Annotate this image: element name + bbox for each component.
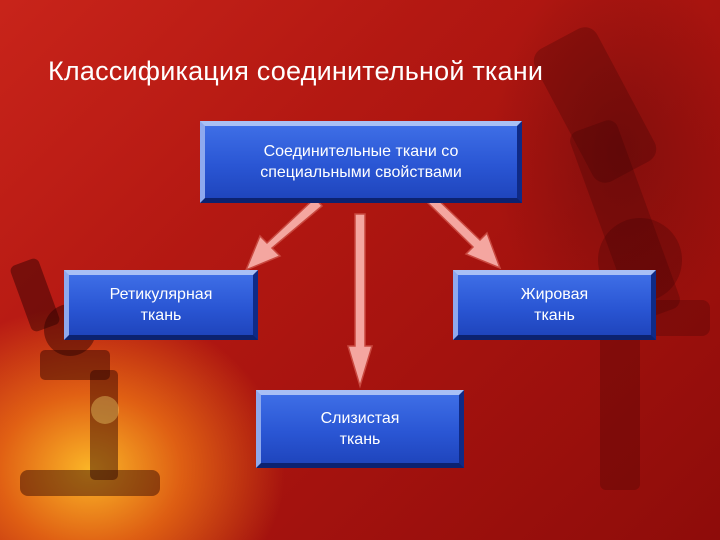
arrow-to-mucous — [346, 213, 374, 389]
slide-title: Классификация соединительной ткани — [48, 56, 544, 86]
mucous-node-label: Слизистая ткань — [320, 410, 400, 448]
adipose-node-label: Жировая ткань — [520, 286, 589, 324]
mucous-node-box: Слизистая ткань — [256, 390, 464, 468]
arrow-to-adipose — [423, 192, 502, 270]
root-node-label: Соединительные ткани со специальными сво… — [260, 143, 462, 181]
microscope-left-silhouette — [10, 258, 160, 496]
reticular-node-box: Ретикулярная ткань — [64, 270, 258, 340]
adipose-node-box: Жировая ткань — [453, 270, 656, 340]
root-node-box: Соединительные ткани со специальными сво… — [200, 121, 522, 203]
reticular-node-label: Ретикулярная ткань — [109, 286, 213, 324]
arrow-to-reticular — [244, 196, 324, 272]
microscope-right-silhouette — [520, 27, 710, 490]
